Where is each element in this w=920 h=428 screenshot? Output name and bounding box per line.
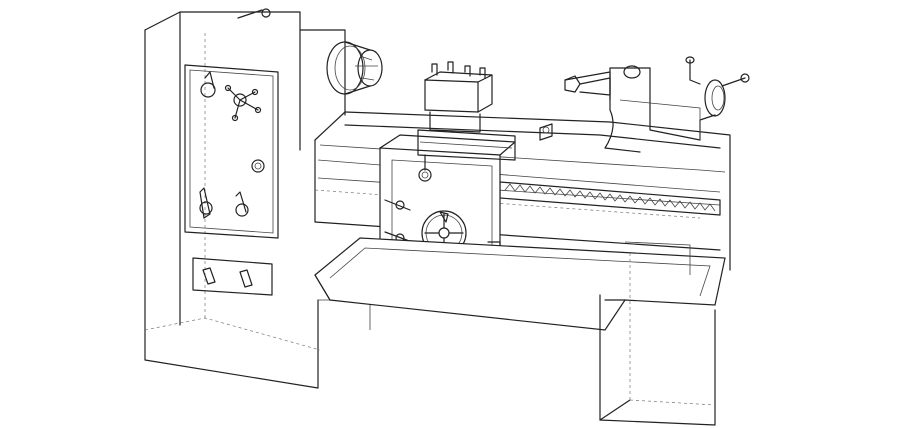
cross-slide [417, 129, 516, 182]
chip-tray [314, 237, 726, 331]
tailstock-handwheel [704, 73, 750, 117]
chuck [326, 41, 383, 95]
selector-plate [192, 257, 273, 296]
lead-screw [499, 181, 721, 216]
right-pedestal [599, 241, 716, 426]
tool-post [424, 61, 493, 133]
top-lever [237, 8, 271, 19]
left-pedestal [144, 11, 371, 389]
gearbox-panel [184, 64, 279, 239]
tailstock [564, 56, 716, 153]
side-detail [539, 123, 553, 141]
